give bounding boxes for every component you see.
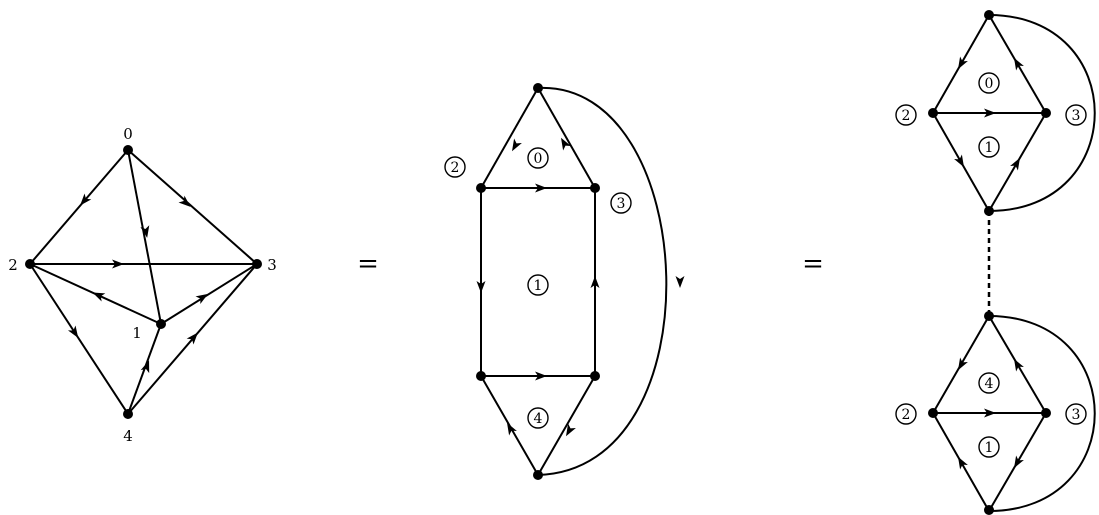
face-label-2: 2 [895,403,917,425]
node [533,470,543,480]
face-label-2: 2 [444,156,466,178]
arrowhead [954,154,968,170]
vertex-1 [156,319,166,329]
outer-arc [537,86,668,476]
arrowhead [1010,155,1024,171]
node [928,108,938,118]
vertex-2 [25,259,35,269]
vertex-0 [123,145,133,155]
face-label-4: 4 [527,407,549,429]
node [590,183,600,193]
edge [480,87,539,189]
svg-text:1: 1 [534,278,543,294]
arrowhead [954,357,968,373]
node [476,183,486,193]
face-label-0: 0 [527,147,549,169]
edge-0-3 [127,149,258,265]
face-label-4: 4 [978,372,1000,394]
vertex-3 [252,259,262,269]
svg-text:2: 2 [451,160,460,176]
svg-text:2: 2 [902,108,911,124]
node [533,83,543,93]
svg-text:4: 4 [534,411,543,427]
svg-text:1: 1 [985,440,994,456]
face-label-2: 2 [895,104,917,126]
face-label-3: 3 [1065,403,1087,425]
arrowhead [90,288,106,302]
node [476,371,486,381]
svg-text:1: 1 [985,140,994,156]
face-label-1: 1 [527,274,549,296]
arrowhead [954,454,968,470]
node [1041,408,1051,418]
outer-arc [988,14,1096,212]
svg-text:4: 4 [985,376,994,392]
equals-sign: = [802,249,824,279]
node [928,408,938,418]
face-label-1: 1 [978,136,1000,158]
edge-2-4 [29,263,129,415]
right-bottom-diagram: 2 4 1 3 [895,311,1096,515]
edge-0-2 [29,149,129,265]
vertex-4 [123,409,133,419]
face-label-3: 3 [1065,104,1087,126]
vertex-label-0: 0 [123,125,133,143]
node [1041,108,1051,118]
arrowhead [1010,356,1024,372]
vertex-label-1: 1 [132,324,142,342]
arrowhead [67,325,83,341]
node [984,311,994,321]
outer-arc [988,315,1096,512]
svg-text:2: 2 [902,407,911,423]
svg-text:3: 3 [1072,108,1081,124]
equals-sign: = [357,249,379,279]
svg-text:0: 0 [985,76,994,92]
vertex-label-3: 3 [267,256,277,274]
svg-text:3: 3 [1072,407,1081,423]
middle-diagram: 2 0 3 1 4 [444,83,685,480]
svg-text:0: 0 [534,151,543,167]
svg-text:3: 3 [617,196,626,212]
edge-1-3 [160,263,258,325]
face-label-0: 0 [978,72,1000,94]
edge [537,87,596,189]
face-label-3: 3 [610,192,632,214]
left-graph: 0 1 2 3 4 [8,125,277,445]
arrowhead [1010,455,1024,471]
node [984,10,994,20]
face-label-1: 1 [978,436,1000,458]
arrowhead [1010,55,1024,71]
arrowhead [675,276,685,288]
arrowhead [954,56,968,72]
vertex-label-4: 4 [123,427,133,445]
node [590,371,600,381]
node [984,505,994,515]
arrowhead [508,138,522,154]
edge-0-1 [127,149,162,325]
edge [537,375,596,476]
vertex-label-2: 2 [8,256,18,274]
right-top-diagram: 2 0 1 3 [895,10,1096,216]
